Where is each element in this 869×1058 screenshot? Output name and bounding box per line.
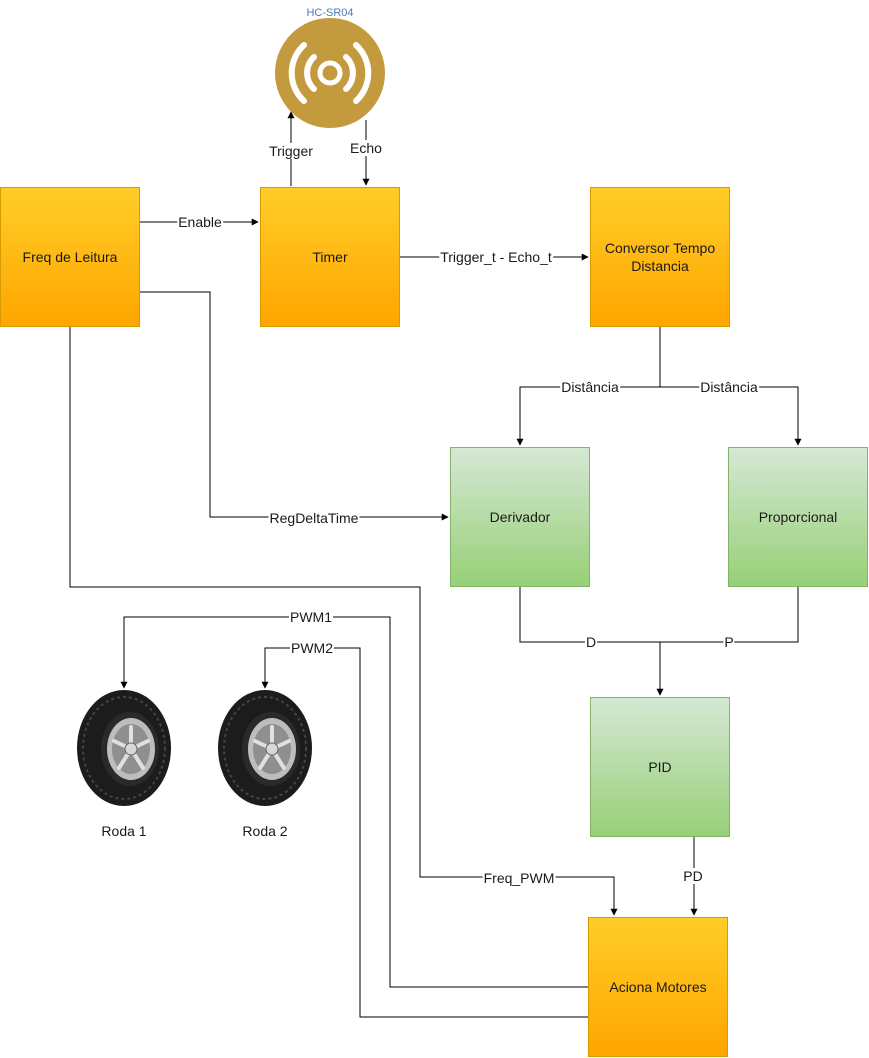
edge-pwm2 (261, 647, 588, 1018)
tire-icon (77, 690, 171, 806)
edge-pwm1 (120, 616, 588, 988)
proporcional-box[interactable]: Proporcional (728, 447, 868, 587)
freq-leitura-box[interactable]: Freq de Leitura (0, 187, 140, 327)
wheel-label-2: Roda 2 (242, 823, 288, 839)
edge-label-enable: Enable (177, 214, 223, 230)
edge-label-pd: PD (682, 868, 704, 884)
derivador-box[interactable]: Derivador (450, 447, 590, 587)
edge-freq-pwm (69, 327, 618, 916)
conversor-box[interactable]: Conversor Tempo Distancia (590, 187, 730, 327)
edge-label-pwm2: PWM2 (290, 640, 334, 656)
wheel-label-1: Roda 1 (101, 823, 147, 839)
timer-box[interactable]: Timer (260, 187, 400, 327)
signal-broadcast-icon (275, 18, 385, 128)
edge-label-pwm1: PWM1 (289, 609, 333, 625)
aciona-motores-box[interactable]: Aciona Motores (588, 917, 728, 1057)
edge-label-distancia-left: Distância (560, 379, 620, 395)
edge-p (660, 587, 799, 643)
tire-icon (218, 690, 312, 806)
edge-distancia-right (660, 386, 802, 446)
edge-label-p: P (723, 634, 735, 650)
edge-label-freq-pwm: Freq_PWM (482, 870, 556, 886)
sensor-title: HC-SR04 (306, 7, 354, 19)
edge-label-reg-delta-time: RegDeltaTime (268, 510, 360, 526)
edge-label-trigger: Trigger (268, 143, 314, 159)
edge-label-echo: Echo (349, 140, 383, 156)
edge-label-distancia-right: Distância (699, 379, 759, 395)
edge-label-trigger-echo: Trigger_t - Echo_t (439, 249, 553, 265)
pid-box[interactable]: PID (590, 697, 730, 837)
edge-label-d: D (584, 634, 598, 650)
